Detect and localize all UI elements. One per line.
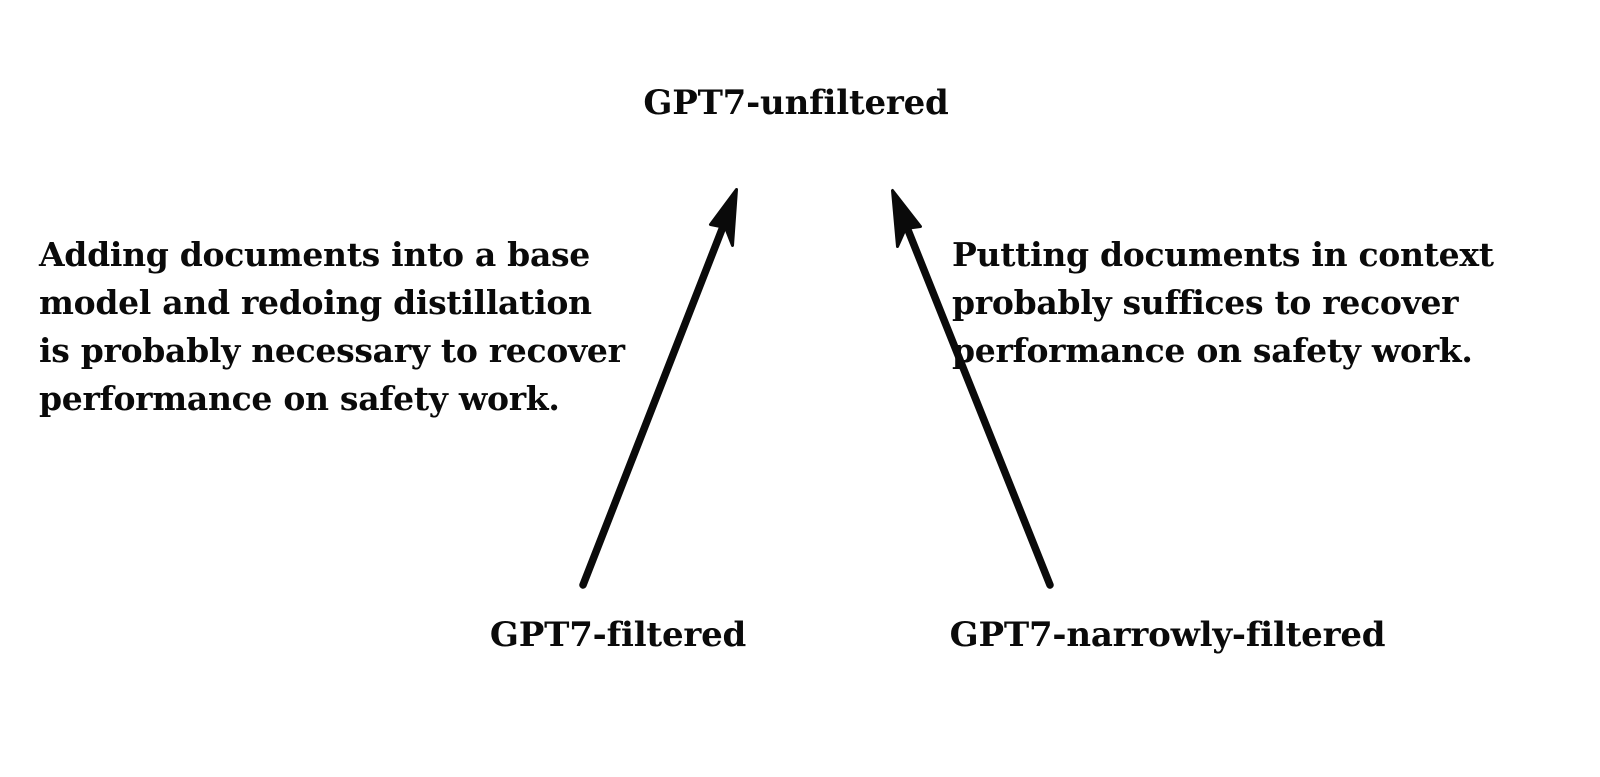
arrowhead-left [709,188,738,247]
node-label-gpt7-unfiltered: GPT7-unfiltered [643,83,949,123]
node-label-gpt7-narrowly-filtered: GPT7-narrowly-filtered [949,615,1386,655]
annotation-right-text: Putting documents in context probably su… [952,235,1494,370]
node-label-gpt7-filtered: GPT7-filtered [489,615,747,655]
annotation-left-text: Adding documents into a base model and r… [39,235,625,418]
arrow-shaft-left [579,215,730,589]
arrow-narrowly-filtered-to-unfiltered [891,189,1054,589]
arrowhead-right [891,189,922,248]
arrow-filtered-to-unfiltered [579,188,738,589]
arrow-shaft-right [900,216,1054,589]
